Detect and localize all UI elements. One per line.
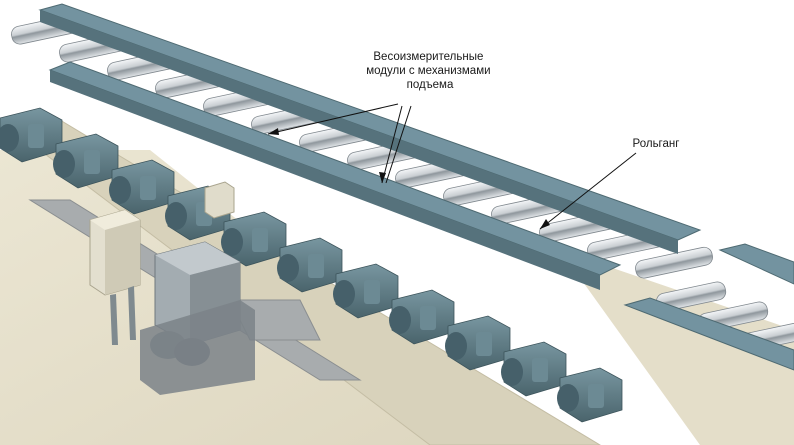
drive-motor	[501, 341, 567, 397]
right-section-beam	[623, 297, 794, 371]
drive-motor	[333, 263, 399, 319]
drive-motor	[53, 133, 119, 189]
leader-weighing-1	[267, 103, 399, 135]
electrical-cabinet	[89, 209, 141, 345]
rear-side-beam-face	[40, 10, 678, 254]
label-weighing-modules: Весоизмерительные модули с механизмами п…	[366, 51, 493, 91]
drive-motor	[389, 289, 455, 345]
right-section-beam-rear	[718, 243, 794, 285]
small-cabinet	[204, 181, 235, 219]
leader-roller-table	[539, 152, 637, 230]
front-side-beam-face	[50, 70, 600, 290]
rear-side-beam	[38, 3, 702, 241]
drive-motor	[0, 107, 63, 163]
label-weighing-line2: модули с механизмами	[366, 65, 490, 77]
roller	[635, 246, 713, 279]
drive-motor	[445, 315, 511, 371]
label-weighing-line1: Весоизмерительные	[373, 51, 483, 63]
label-weighing-line3: подъема	[407, 79, 454, 91]
leader-weighing-2	[381, 105, 403, 184]
label-roller-table: Рольганг	[633, 138, 680, 150]
foundation-strip-right	[560, 250, 794, 445]
drive-motor	[557, 367, 623, 423]
leader-weighing-3	[385, 105, 412, 184]
hydraulic-unit	[140, 241, 255, 395]
drive-motors	[0, 107, 623, 423]
callout-leaders	[267, 103, 637, 230]
callout-arrowheads	[268, 128, 550, 229]
drive-motor	[109, 159, 175, 215]
drive-motor	[221, 211, 287, 267]
